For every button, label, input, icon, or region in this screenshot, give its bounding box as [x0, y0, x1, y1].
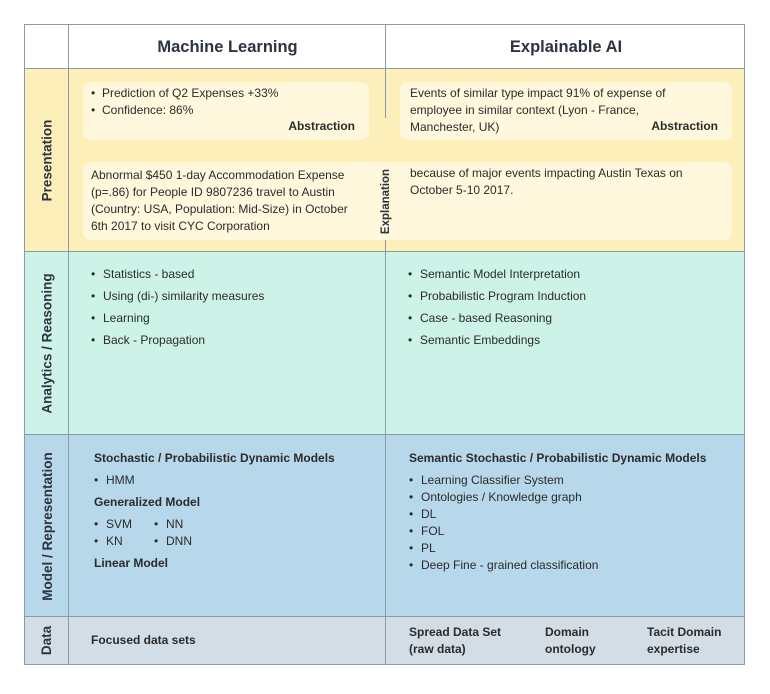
column-divider-label: [68, 25, 69, 664]
list-item: •DL: [409, 507, 437, 521]
column-header-explainable-ai: Explainable AI: [509, 37, 623, 56]
comparison-table: Machine Learning Explainable AI Presenta…: [24, 24, 745, 665]
xai-explanation-text: because of major events impacting Austin…: [410, 166, 683, 197]
ml-model-heading-stochastic: Stochastic / Probabilistic Dynamic Model…: [94, 451, 335, 465]
xai-analytics-list: •Semantic Model Interpretation •Probabil…: [408, 266, 586, 354]
list-item: •HMM: [94, 473, 135, 487]
ml-model-heading-generalized: Generalized Model: [94, 495, 201, 509]
ml-analytics-list: •Statistics - based •Using (di-) similar…: [91, 266, 264, 354]
ml-prediction-card: •Prediction of Q2 Expenses +33% •Confide…: [83, 82, 369, 140]
list-item: •Learning: [91, 311, 150, 325]
list-item: •Probabilistic Program Induction: [408, 289, 587, 303]
list-item: •PL: [409, 541, 436, 555]
presentation-row: Presentation •Prediction of Q2 Expenses …: [25, 69, 744, 252]
column-header-machine-learning: Machine Learning: [157, 37, 298, 56]
explanation-card: Abnormal $450 1-day Accommodation Expens…: [83, 162, 732, 240]
model-row: Model / Representation Stochastic / Prob…: [25, 435, 744, 617]
list-item: •DNN: [154, 534, 192, 548]
ml-model-heading-linear: Linear Model: [94, 556, 169, 570]
list-item: •Semantic Model Interpretation: [408, 267, 581, 281]
xai-events-text: Events of similar type impact 91% of exp…: [410, 86, 666, 134]
list-item: •Ontologies / Knowledge graph: [409, 490, 582, 504]
xai-data-tacit: Tacit Domain expertise: [647, 625, 722, 656]
list-item: •Learning Classifier System: [409, 473, 564, 487]
list-item: •Back - Propagation: [91, 333, 206, 347]
header-row: Machine Learning Explainable AI: [25, 25, 744, 69]
analytics-row: Analytics / Reasoning •Statistics - base…: [25, 252, 744, 435]
column-divider-bottom: [385, 240, 386, 664]
bullet-item: •Confidence: 86%: [91, 103, 194, 117]
list-item: •NN: [154, 517, 184, 531]
list-item: •SVM: [94, 517, 133, 531]
row-label-presentation: Presentation: [39, 119, 55, 202]
xai-events-card: Events of similar type impact 91% of exp…: [400, 82, 732, 140]
ml-anomaly-text: Abnormal $450 1-day Accommodation Expens…: [91, 168, 348, 233]
abstraction-tag: Abstraction: [651, 119, 718, 133]
abstraction-tag: Abstraction: [288, 119, 355, 133]
list-item: •Deep Fine - grained classification: [409, 558, 599, 572]
list-item: •Using (di-) similarity measures: [91, 289, 265, 303]
bullet-item: •Prediction of Q2 Expenses +33%: [91, 86, 279, 100]
column-divider-top: [385, 25, 386, 118]
row-label-data: Data: [39, 625, 55, 656]
row-label-model: Model / Representation: [39, 451, 55, 601]
ml-data-text: Focused data sets: [91, 633, 196, 647]
list-item: •KN: [94, 534, 123, 548]
data-row: Data Focused data sets Spread Data Set (…: [25, 617, 744, 664]
list-item: •Statistics - based: [91, 267, 195, 281]
explanation-label: Explanation: [380, 168, 393, 234]
xai-model-heading: Semantic Stochastic / Probabilistic Dyna…: [409, 451, 707, 465]
xai-data-ontology: Domain ontology: [545, 625, 596, 656]
list-item: •Semantic Embeddings: [408, 333, 541, 347]
row-label-analytics: Analytics / Reasoning: [39, 273, 55, 414]
xai-model-list: •Learning Classifier System •Ontologies …: [409, 472, 598, 574]
xai-data-spread: Spread Data Set (raw data): [409, 625, 502, 656]
list-item: •FOL: [409, 524, 445, 538]
list-item: •Case - based Reasoning: [408, 311, 553, 325]
